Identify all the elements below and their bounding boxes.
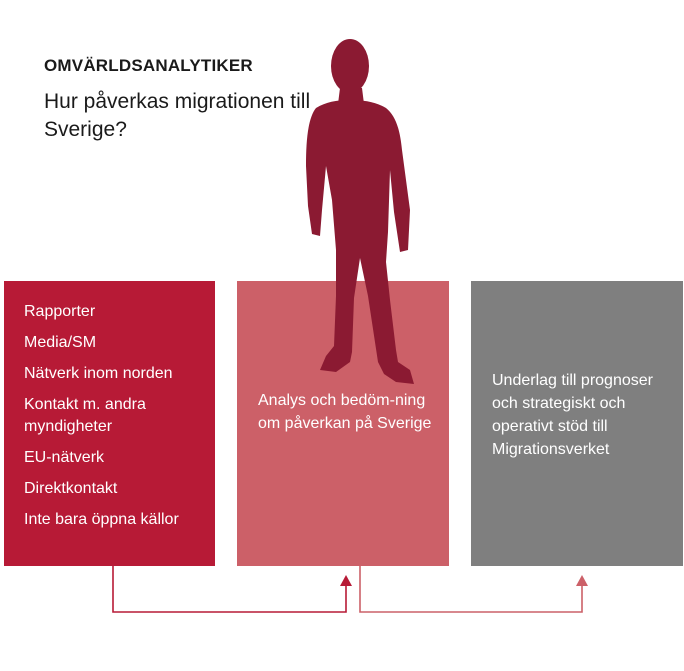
page-question: Hur påverkas migrationen till Sverige? [44,90,311,141]
output-box: Underlag till prognoser och strategiskt … [471,281,683,566]
sources-list: Rapporter Media/SM Nätverk inom norden K… [24,301,205,531]
list-item: Inte bara öppna källor [24,511,179,528]
arrow-up-icon [340,575,352,586]
sources-box: Rapporter Media/SM Nätverk inom norden K… [4,281,215,566]
arrow-up-icon [576,575,588,586]
list-item: Media/SM [24,334,97,351]
analysis-text: Analys och bedöm-ning om påverkan på Sve… [258,392,432,432]
person-silhouette-icon [306,39,414,384]
list-item: Nätverk inom norden [24,365,173,382]
list-item: EU-nätverk [24,449,105,466]
list-item: Direktkontakt [24,480,118,497]
list-item: Kontakt m. andra myndigheter [24,396,146,435]
list-item: Rapporter [24,303,96,320]
connector-sources-to-analysis [112,566,352,613]
output-text: Underlag till prognoser och strategiskt … [492,372,653,458]
connector-analysis-to-output [359,566,588,613]
page-title: OMVÄRLDSANALYTIKER [44,56,253,75]
analysis-box: Analys och bedöm-ning om påverkan på Sve… [237,281,449,566]
